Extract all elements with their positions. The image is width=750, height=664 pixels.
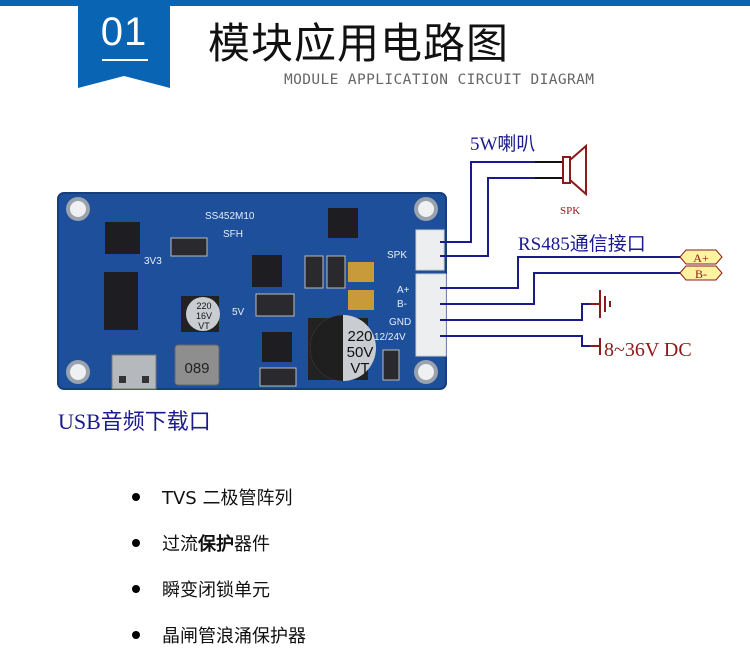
diode-smd [170, 237, 208, 257]
conn-label-a-plus: A+ [397, 285, 410, 296]
wires [440, 161, 680, 347]
bullet-icon [132, 585, 140, 593]
speaker-terminal-connector[interactable] [415, 229, 445, 271]
wire-spk-2 [440, 177, 535, 257]
power-label: 8~36V DC [604, 339, 692, 361]
mounting-hole-icon [66, 197, 90, 221]
feature-text: TVS 二极管阵列 [162, 488, 293, 509]
diode-smd [326, 255, 346, 289]
wire-power [440, 335, 590, 347]
feature-text: 过流 [162, 534, 198, 555]
tag-a-plus-label: A+ [693, 251, 709, 265]
fuse-component [348, 262, 374, 282]
feature-text: 瞬变闭锁单元 [162, 580, 270, 601]
speaker-label: 5W喇叭 [470, 133, 535, 155]
cap-large-value: 220 [347, 328, 372, 345]
circuit-diagram: 089 220 16V VT 220 50V VT SS452M10 SFH 3… [57, 133, 723, 390]
board-model-marking: SS452M10 [205, 211, 255, 222]
ground-symbol-icon [590, 290, 611, 318]
ic-chip-driver [328, 208, 358, 238]
page-subtitle: MODULE APPLICATION CIRCUIT DIAGRAM [284, 72, 595, 88]
usb-connector[interactable] [111, 354, 157, 390]
header-top-bar [0, 0, 750, 6]
wire-a-plus [440, 256, 680, 289]
usb-port-label: USB音频下载口 [58, 409, 211, 434]
ic-chip-buck [262, 332, 292, 362]
rs485-tag-b-minus: B- [679, 265, 723, 281]
diode-smd [259, 367, 297, 387]
speaker-symbol-icon [562, 143, 587, 197]
feature-item: 瞬变闭锁单元 [126, 566, 306, 612]
feature-list: TVS 二极管阵列 过流保护器件 瞬变闭锁单元 晶闸管浪涌保护器 [126, 474, 306, 658]
feature-text-suffix: 器件 [234, 534, 270, 555]
power-symbol-icon [590, 338, 601, 355]
speaker-symbol-label: SPK [560, 205, 580, 217]
tag-b-minus-label: B- [695, 267, 707, 281]
wire-gnd [440, 303, 590, 321]
bullet-icon [132, 539, 140, 547]
wire-spk-1 [440, 161, 535, 243]
cap-large-voltage: 50V [347, 344, 374, 361]
rs485-power-terminal-connector[interactable] [415, 273, 447, 357]
feature-item: 过流保护器件 [126, 520, 306, 566]
mounting-hole-icon [414, 360, 438, 384]
cap-small-brand: VT [198, 321, 210, 331]
mounting-hole-icon [414, 197, 438, 221]
rs485-label: RS485通信接口 [518, 233, 646, 255]
mounting-hole-icon [66, 360, 90, 384]
wire-b-minus [440, 272, 680, 305]
inductor-component [174, 344, 220, 386]
conn-label-spk: SPK [387, 250, 407, 261]
inductor-marking: 089 [184, 360, 209, 377]
cap-small-voltage: 16V [196, 311, 212, 321]
feature-item: 晶闸管浪涌保护器 [126, 612, 306, 658]
fuse-component [348, 290, 374, 310]
rail-5v-label: 5V [232, 307, 245, 318]
feature-item: TVS 二极管阵列 [126, 474, 306, 520]
page-title: 模块应用电路图 [208, 19, 510, 68]
feature-text: 晶闸管浪涌保护器 [162, 626, 306, 647]
bullet-icon [132, 631, 140, 639]
bullet-icon [132, 493, 140, 501]
diode-smd [255, 293, 295, 317]
rs485-tag-a-plus: A+ [679, 249, 723, 265]
conn-label-power: 12/24V [374, 332, 406, 343]
section-ribbon [78, 0, 170, 88]
section-number: 01 [100, 10, 148, 54]
board-sfh-marking: SFH [223, 229, 243, 240]
diode-smd [382, 349, 400, 381]
ic-chip-8pin [105, 222, 140, 254]
ribbon-shape [78, 0, 170, 88]
conn-label-b-minus: B- [397, 299, 407, 310]
rail-3v3-label: 3V3 [144, 256, 162, 267]
cap-small-value: 220 [196, 301, 211, 311]
feature-text-bold: 保护 [198, 534, 234, 555]
section-number-underline [102, 59, 148, 61]
capacitor-small [186, 297, 220, 331]
pcb-board: 089 220 16V VT 220 50V VT SS452M10 SFH 3… [57, 192, 447, 390]
diode-smd [304, 255, 324, 289]
ic-chip-regulator [252, 255, 282, 287]
cap-large-brand: VT [350, 360, 369, 377]
ic-chip-16pin [104, 272, 138, 330]
conn-label-gnd: GND [389, 317, 411, 328]
